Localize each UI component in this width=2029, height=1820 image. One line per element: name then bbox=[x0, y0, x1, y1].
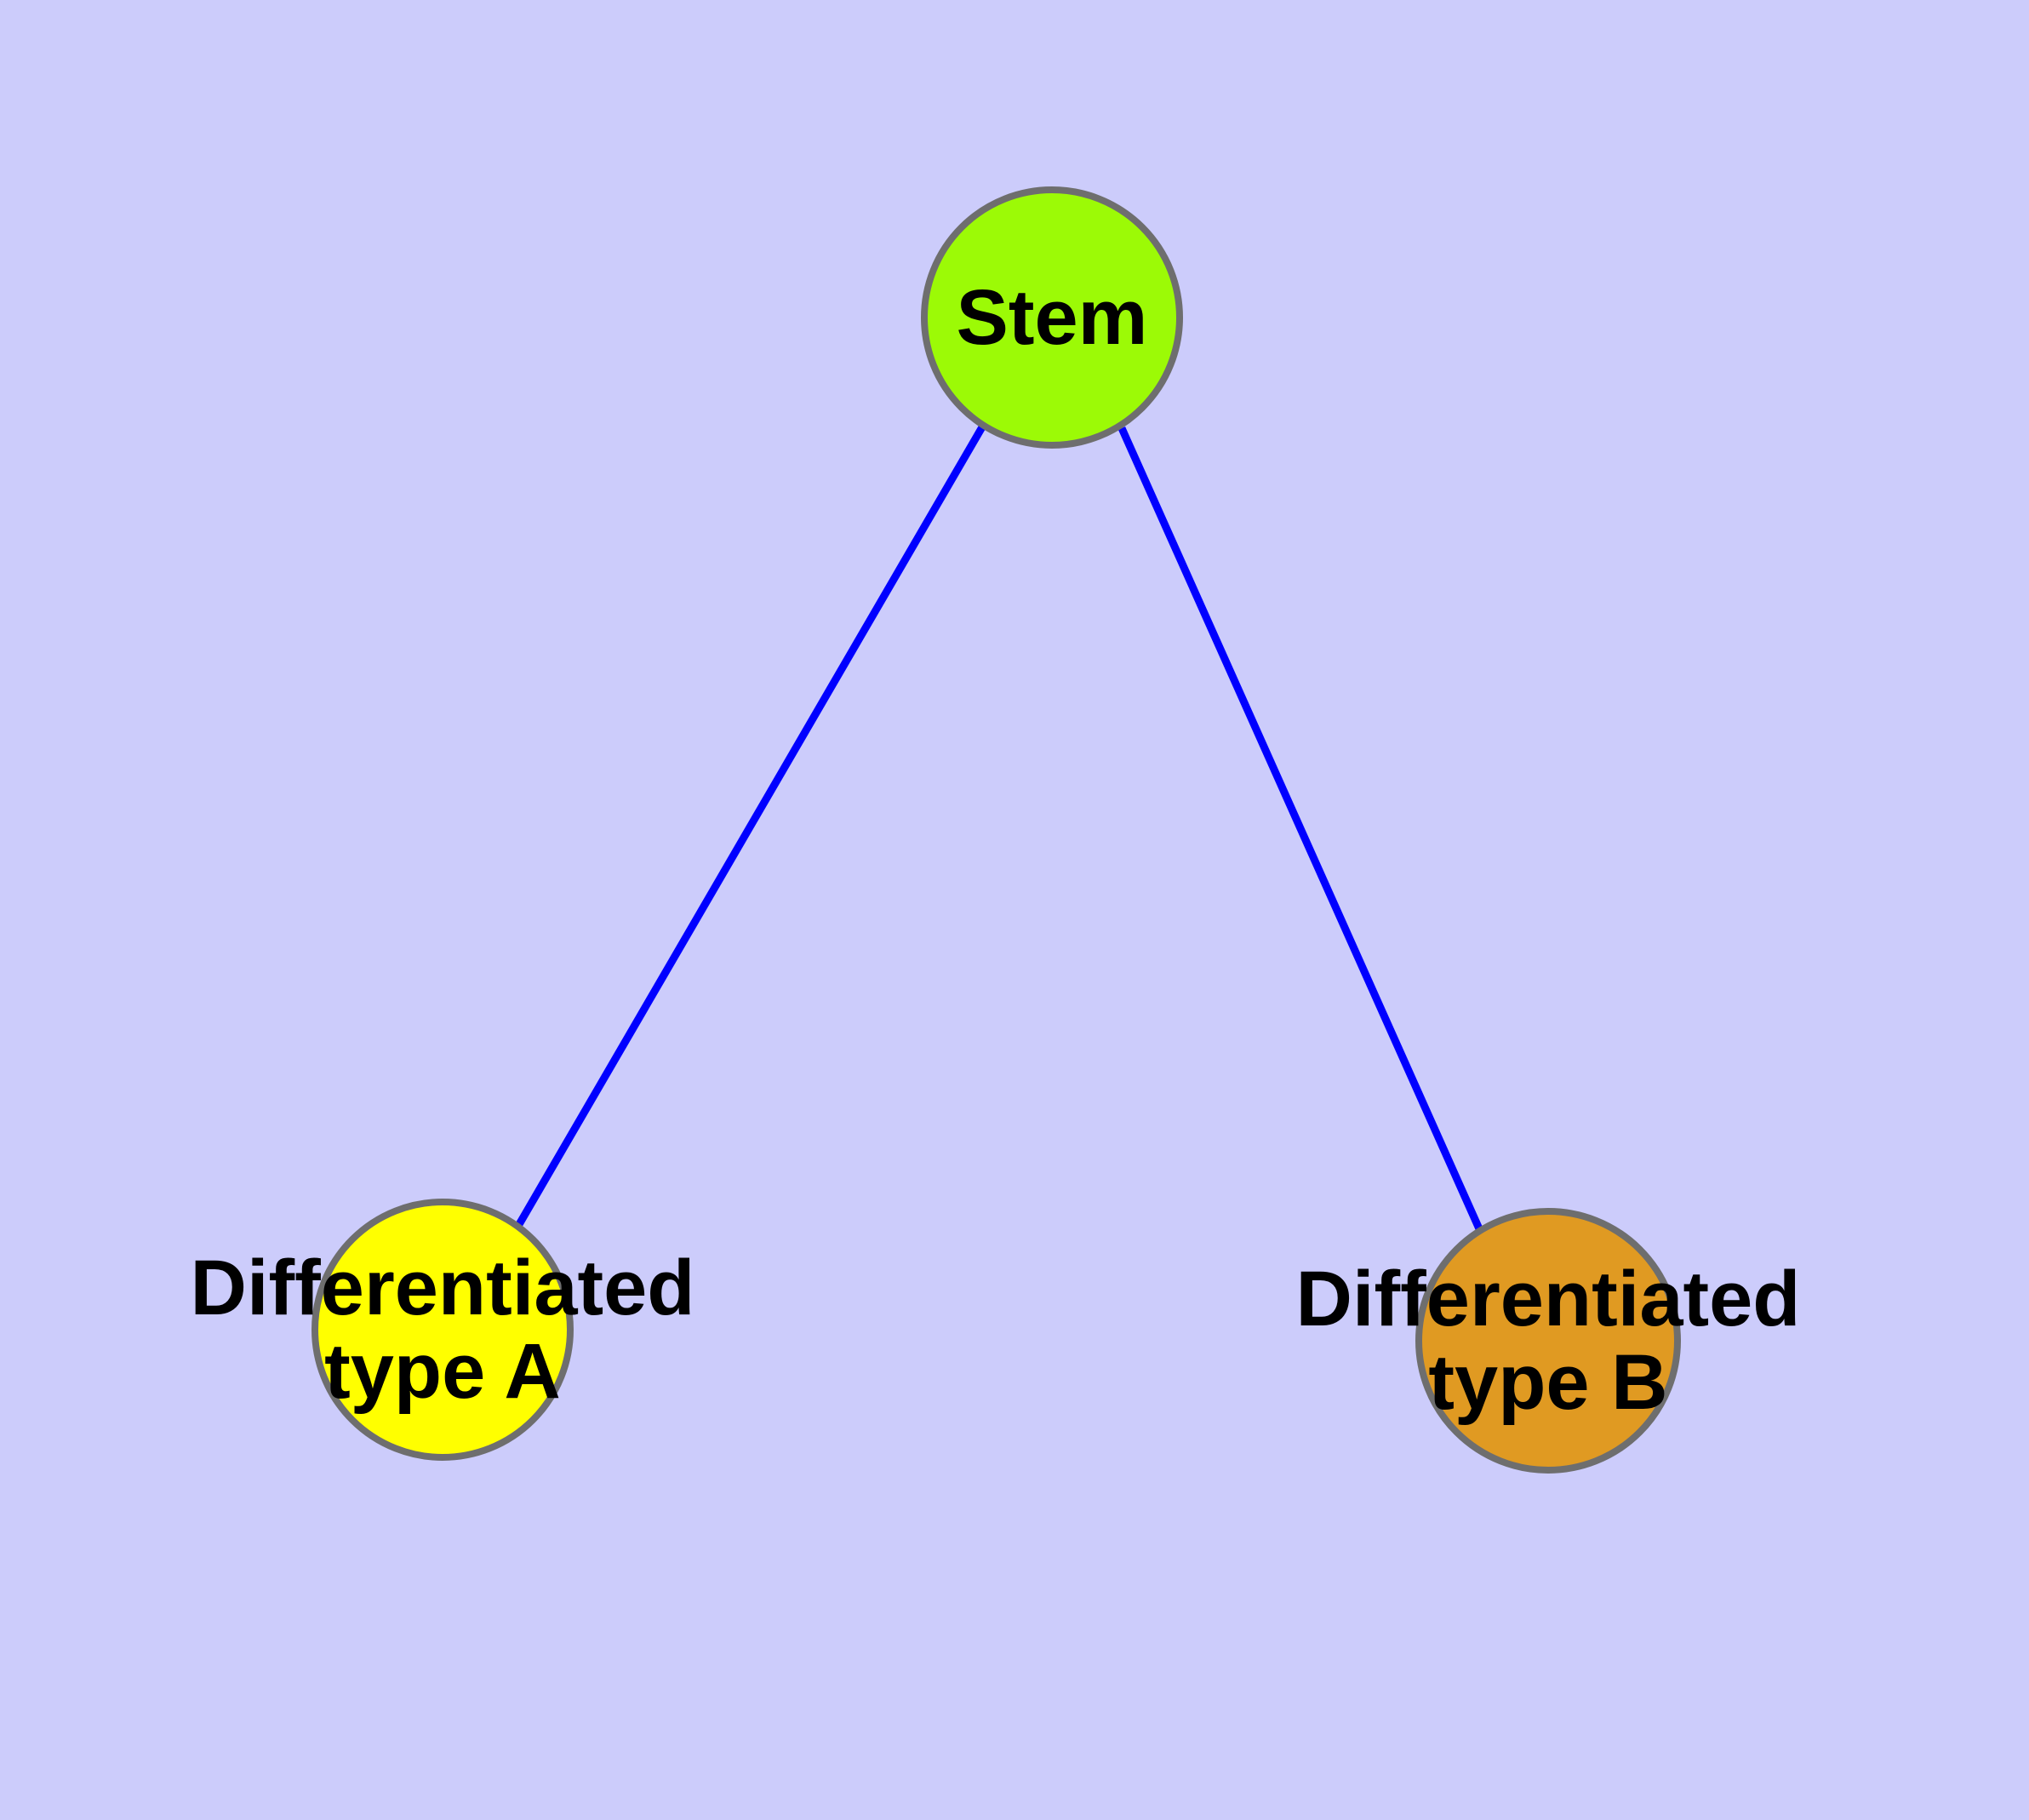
graph-node-stem[interactable] bbox=[921, 186, 1183, 449]
edges-group bbox=[515, 423, 1485, 1234]
graph-node-label-stem: Stem bbox=[957, 274, 1148, 361]
label-line: type A bbox=[324, 1328, 561, 1415]
graph-edge[interactable] bbox=[515, 423, 986, 1228]
graph-node-diff_a[interactable] bbox=[311, 1199, 574, 1461]
graph-edge[interactable] bbox=[1117, 426, 1485, 1234]
label-line: Stem bbox=[957, 274, 1148, 361]
label-line: type B bbox=[1428, 1339, 1667, 1426]
label-line: Differentiated bbox=[191, 1245, 695, 1331]
graph-node-diff_b[interactable] bbox=[1415, 1208, 1681, 1474]
nodes-group bbox=[311, 186, 1681, 1474]
label-line: Differentiated bbox=[1296, 1256, 1801, 1342]
